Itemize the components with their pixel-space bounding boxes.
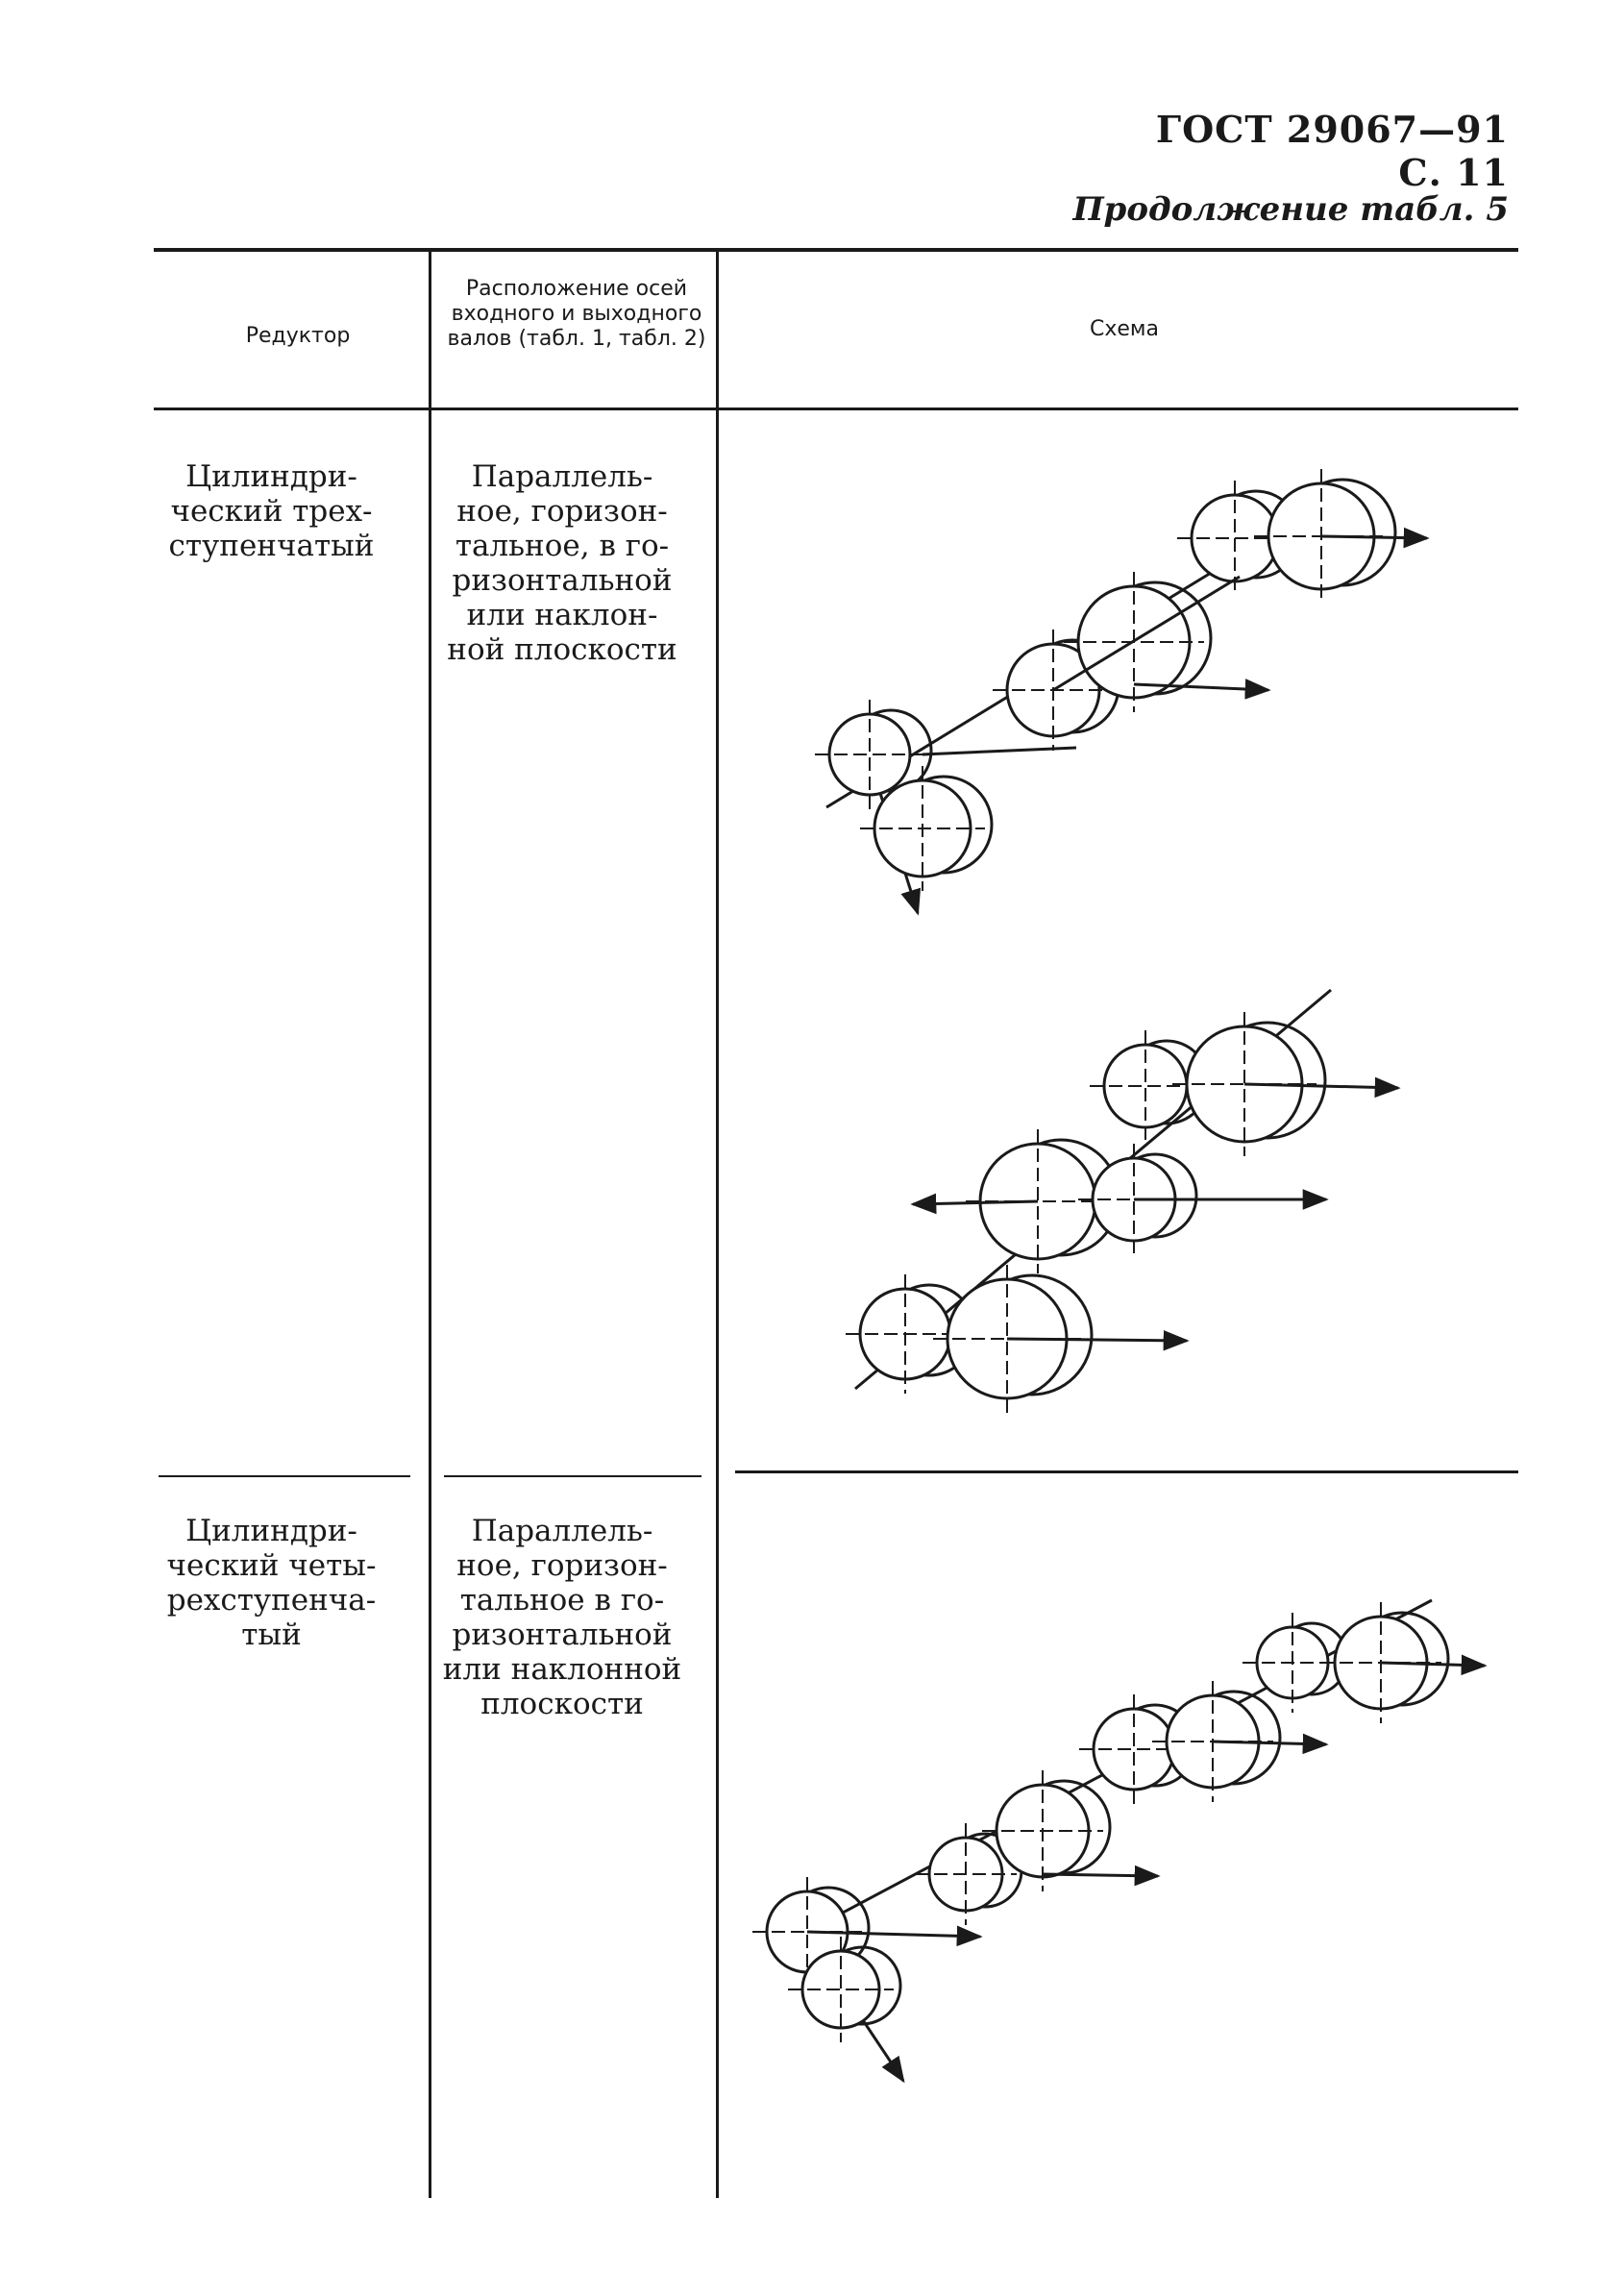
table-continuation-label: Продолжение табл. 5 xyxy=(1072,190,1509,229)
gear-circle xyxy=(800,1949,881,2030)
column-divider-1 xyxy=(429,252,431,2198)
text-line: тальное, в го- xyxy=(455,529,670,563)
text-line: ческий четы- xyxy=(166,1548,377,1583)
text-line: ное, горизон- xyxy=(456,1548,668,1583)
shaft-arrow xyxy=(910,1193,1039,1215)
shaft-arrow xyxy=(1380,1654,1488,1676)
column-header-axes: Расположение осей входного и выходного в… xyxy=(447,277,706,351)
document-id: ГОСТ 29067—91 С. 11 xyxy=(1155,108,1509,194)
text-line: Параллель- xyxy=(471,459,653,494)
column-header-reducer: Редуктор xyxy=(245,324,351,348)
text-line: ступенчатый xyxy=(168,529,375,563)
shaft-arrow xyxy=(1212,1733,1329,1755)
text-line: Параллель- xyxy=(471,1514,653,1548)
text-line: ческий трех- xyxy=(170,494,373,529)
shaft-arrow xyxy=(1320,527,1430,549)
text-line: ризонтальной xyxy=(452,563,673,598)
text-line: Цилиндри- xyxy=(185,459,357,494)
row2-axes: Параллель- ное, горизон- тальное в го- р… xyxy=(423,1514,701,1721)
shaft-line xyxy=(1052,575,1241,692)
shaft-arrow xyxy=(1243,1076,1401,1099)
table-header-rule xyxy=(154,408,1518,410)
text-line: ной плоскости xyxy=(447,632,677,667)
text-line: плоскости xyxy=(480,1687,644,1721)
text-line: или наклон- xyxy=(466,598,658,632)
text-line: ное, горизон- xyxy=(456,494,668,529)
shaft-arrow xyxy=(1006,1329,1190,1351)
gear-train-schematic-icon xyxy=(815,469,1430,916)
text-line: тый xyxy=(241,1618,302,1652)
text-line: ризонтальной xyxy=(452,1618,673,1652)
table-top-rule xyxy=(154,248,1518,252)
gear-train-schematic-icon xyxy=(846,988,1401,1413)
column-header-scheme: Схема xyxy=(1090,317,1159,341)
shaft-line xyxy=(922,746,1077,756)
shaft-arrow xyxy=(1133,679,1271,700)
text-line: или наклонной xyxy=(442,1652,682,1687)
text-line: тальное в го- xyxy=(459,1583,665,1618)
row1-reducer: Цилиндри- ческий трех- ступенчатый xyxy=(144,459,399,563)
row1-axes: Параллель- ное, горизон- тальное, в го- … xyxy=(423,459,701,667)
gear-circle xyxy=(827,712,912,797)
row-divider-c2 xyxy=(444,1475,701,1477)
row-divider-c1 xyxy=(159,1475,410,1477)
row-divider-c3 xyxy=(735,1470,1518,1473)
text-line: рехступенча- xyxy=(166,1583,377,1618)
gear-train-schematic-icon xyxy=(752,1598,1488,2084)
shaft-arrow xyxy=(806,1925,983,1947)
shaft-arrow xyxy=(1042,1865,1161,1887)
row2-reducer: Цилиндри- ческий четы- рехступенча- тый xyxy=(144,1514,399,1652)
text-line: Цилиндри- xyxy=(185,1514,357,1548)
column-divider-2 xyxy=(716,252,719,2198)
